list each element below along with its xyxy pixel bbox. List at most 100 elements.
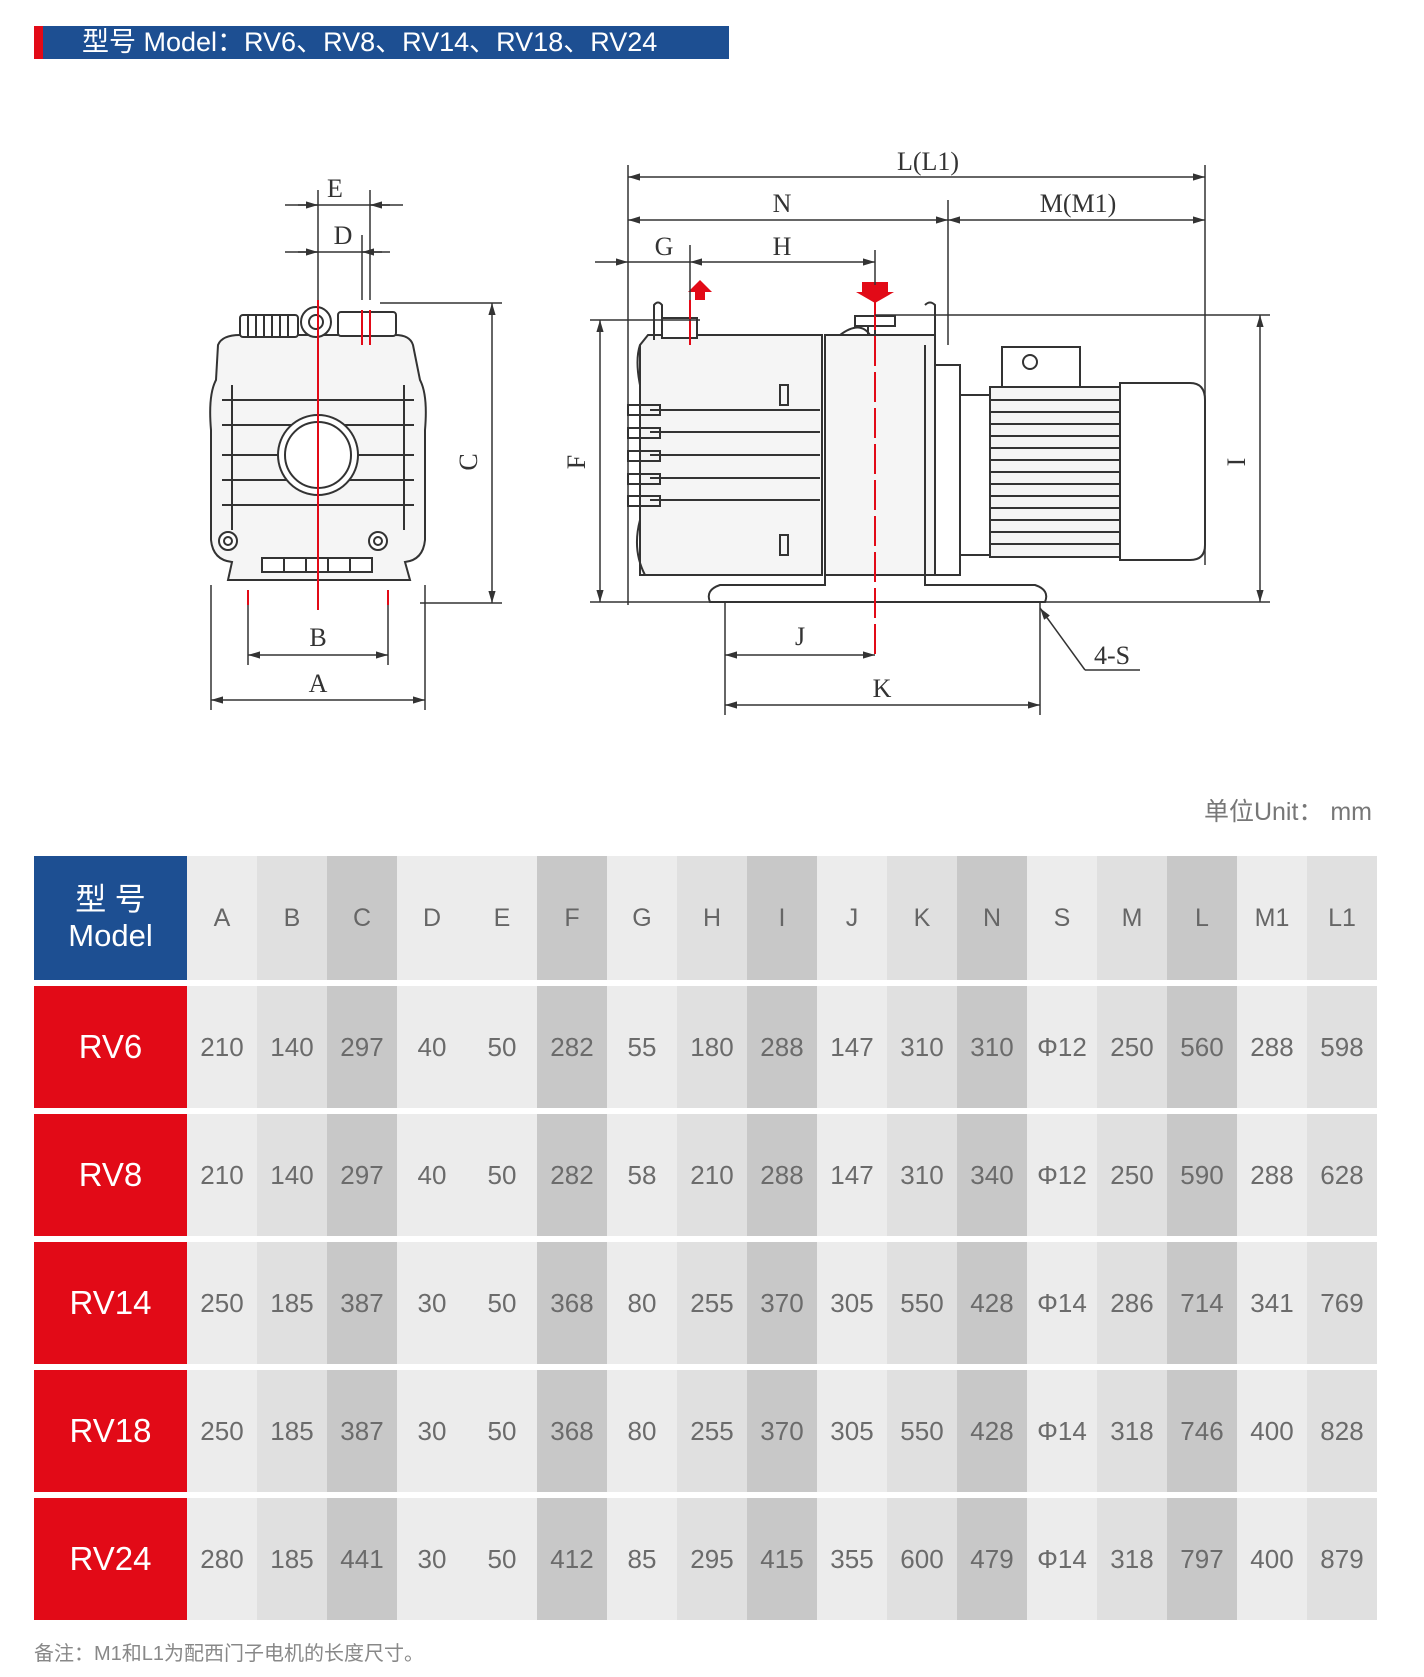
- table-cell: 250: [1097, 986, 1167, 1108]
- table-cell: 30: [397, 1242, 467, 1364]
- table-cell: 318: [1097, 1498, 1167, 1620]
- column-header: C: [327, 856, 397, 980]
- table-cell: 368: [537, 1370, 607, 1492]
- table-cell: 288: [747, 986, 817, 1108]
- table-cell: 280: [187, 1498, 257, 1620]
- table-cell: 368: [537, 1242, 607, 1364]
- side-view-dimensions: [590, 165, 1270, 715]
- label-s: 4-S: [1094, 641, 1130, 670]
- column-header: L1: [1307, 856, 1377, 980]
- table-row: RV18 250 185 387 30 50 368 80 255 370 30…: [34, 1370, 1377, 1492]
- table-cell: 370: [747, 1242, 817, 1364]
- label-m: M(M1): [1040, 189, 1117, 218]
- table-cell: 140: [257, 1114, 327, 1236]
- table-cell: 40: [397, 1114, 467, 1236]
- dimension-drawing: E D C B A: [0, 140, 1424, 720]
- table-cell: 282: [537, 1114, 607, 1236]
- table-cell: Φ14: [1027, 1242, 1097, 1364]
- table-cell: 40: [397, 986, 467, 1108]
- table-cell: 305: [817, 1370, 887, 1492]
- table-cell: 746: [1167, 1370, 1237, 1492]
- column-header: M1: [1237, 856, 1307, 980]
- table-cell: 560: [1167, 986, 1237, 1108]
- title-bar: 型号 Model：RV6、RV8、RV14、RV18、RV24: [34, 26, 729, 59]
- table-cell: 387: [327, 1370, 397, 1492]
- label-h: H: [773, 232, 792, 261]
- label-i: I: [1222, 458, 1251, 467]
- table-cell: 288: [1237, 1114, 1307, 1236]
- table-cell: 50: [467, 1370, 537, 1492]
- table-cell: 550: [887, 1370, 957, 1492]
- table-cell: 250: [187, 1370, 257, 1492]
- column-header: G: [607, 856, 677, 980]
- table-cell: 30: [397, 1370, 467, 1492]
- table-cell: 80: [607, 1242, 677, 1364]
- table-cell: 210: [187, 986, 257, 1108]
- table-row: RV8 210 140 297 40 50 282 58 210 288 147…: [34, 1114, 1377, 1236]
- model-cell: RV18: [34, 1370, 187, 1492]
- table-cell: 250: [1097, 1114, 1167, 1236]
- table-cell: 387: [327, 1242, 397, 1364]
- model-cell: RV6: [34, 986, 187, 1108]
- table-cell: 180: [677, 986, 747, 1108]
- table-cell: 441: [327, 1498, 397, 1620]
- table-cell: 288: [1237, 986, 1307, 1108]
- table-cell: 769: [1307, 1242, 1377, 1364]
- column-header: D: [397, 856, 467, 980]
- table-cell: 147: [817, 986, 887, 1108]
- table-cell: 250: [187, 1242, 257, 1364]
- column-header: S: [1027, 856, 1097, 980]
- table-cell: 210: [677, 1114, 747, 1236]
- table-cell: 210: [187, 1114, 257, 1236]
- table-cell: 714: [1167, 1242, 1237, 1364]
- table-cell: 400: [1237, 1498, 1307, 1620]
- column-header: F: [537, 856, 607, 980]
- column-header: H: [677, 856, 747, 980]
- table-cell: 879: [1307, 1498, 1377, 1620]
- table-cell: 415: [747, 1498, 817, 1620]
- table-cell: 50: [467, 1114, 537, 1236]
- table-cell: 288: [747, 1114, 817, 1236]
- table-cell: 590: [1167, 1114, 1237, 1236]
- table-cell: 305: [817, 1242, 887, 1364]
- table-cell: 310: [887, 986, 957, 1108]
- table-cell: 479: [957, 1498, 1027, 1620]
- column-header: L: [1167, 856, 1237, 980]
- table-cell: 297: [327, 986, 397, 1108]
- table-cell: 185: [257, 1498, 327, 1620]
- table-cell: 628: [1307, 1114, 1377, 1236]
- table-cell: 412: [537, 1498, 607, 1620]
- label-n: N: [773, 189, 792, 218]
- model-header-cn: 型 号: [75, 882, 146, 917]
- table-cell: 828: [1307, 1370, 1377, 1492]
- table-cell: 255: [677, 1242, 747, 1364]
- side-view: [627, 301, 1206, 603]
- column-header: M: [1097, 856, 1167, 980]
- table-row: RV14 250 185 387 30 50 368 80 255 370 30…: [34, 1242, 1377, 1364]
- table-cell: 297: [327, 1114, 397, 1236]
- model-cell: RV14: [34, 1242, 187, 1364]
- title-accent: [34, 26, 43, 59]
- table-cell: 428: [957, 1370, 1027, 1492]
- column-header: K: [887, 856, 957, 980]
- table-cell: 286: [1097, 1242, 1167, 1364]
- table-cell: 50: [467, 1242, 537, 1364]
- table-cell: 50: [467, 986, 537, 1108]
- table-cell: 370: [747, 1370, 817, 1492]
- column-header: I: [747, 856, 817, 980]
- table-cell: 85: [607, 1498, 677, 1620]
- table-cell: 600: [887, 1498, 957, 1620]
- table-cell: 255: [677, 1370, 747, 1492]
- model-cell: RV24: [34, 1498, 187, 1620]
- table-cell: 318: [1097, 1370, 1167, 1492]
- front-view-centerline: [247, 300, 389, 610]
- table-cell: Φ12: [1027, 986, 1097, 1108]
- table-cell: Φ12: [1027, 1114, 1097, 1236]
- label-j: J: [795, 622, 805, 651]
- model-header-en: Model: [68, 918, 153, 953]
- table-cell: Φ14: [1027, 1498, 1097, 1620]
- table-cell: 282: [537, 986, 607, 1108]
